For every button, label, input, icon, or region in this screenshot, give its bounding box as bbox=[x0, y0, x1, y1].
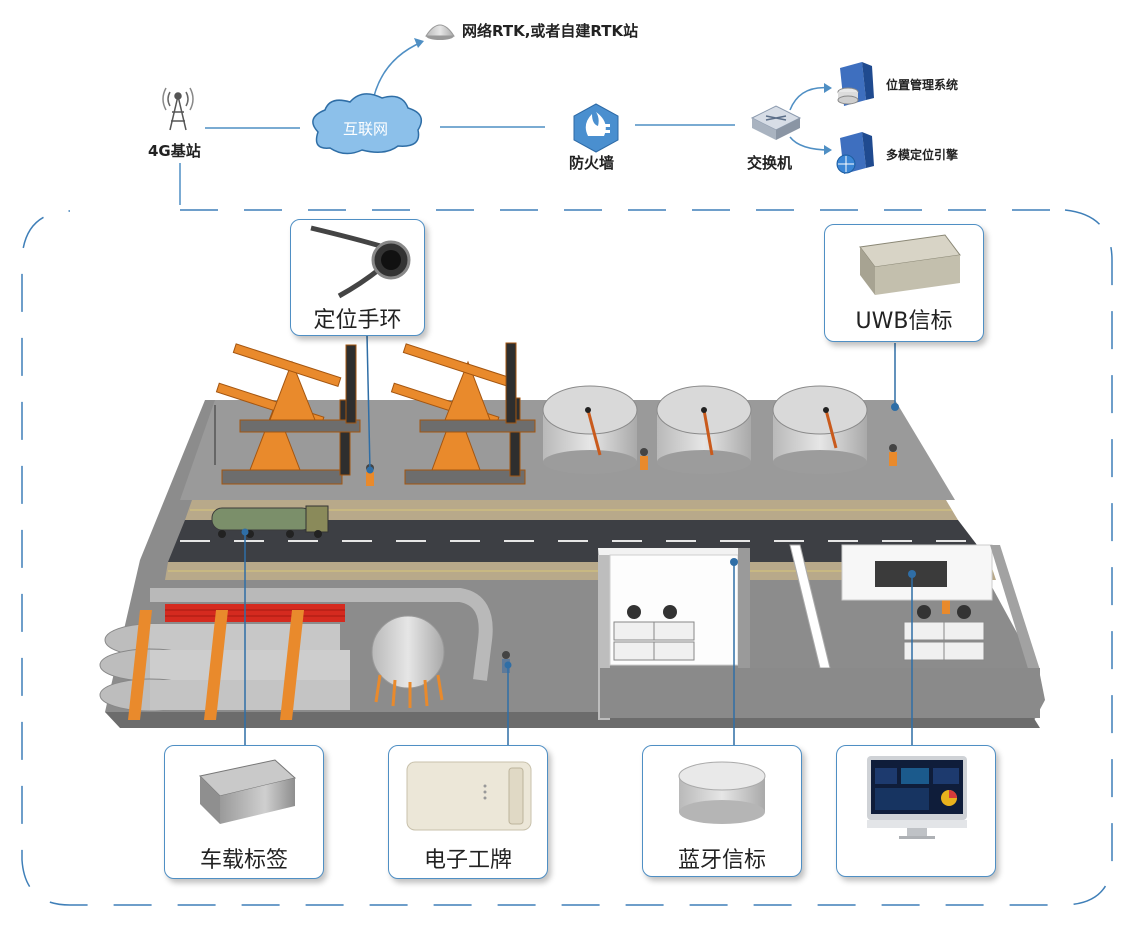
vehicle-tag-icon bbox=[198, 759, 297, 824]
uwb-beacon-card: UWB信标 bbox=[824, 224, 984, 342]
engine-server-icon bbox=[836, 132, 874, 174]
monitor-icon bbox=[867, 756, 967, 839]
badge-icon bbox=[406, 761, 532, 831]
bluetooth-beacon-card: 蓝牙信标 bbox=[642, 745, 802, 877]
firewall-label: 防火墙 bbox=[569, 154, 615, 172]
oil-tank bbox=[772, 385, 868, 474]
firewall-icon bbox=[573, 103, 619, 153]
pumpjacks bbox=[214, 342, 536, 485]
pipeline-area bbox=[99, 588, 493, 720]
server-icon bbox=[837, 62, 874, 106]
wristband-icon bbox=[310, 225, 411, 299]
bluetooth-beacon-label: 蓝牙信标 bbox=[677, 848, 766, 873]
uwb-beacon-label: UWB信标 bbox=[855, 309, 953, 334]
vehicle-tag-card: 车载标签 bbox=[164, 745, 324, 879]
rtk-dome-icon bbox=[425, 24, 455, 40]
uwb-beacon-icon bbox=[859, 234, 961, 295]
worker bbox=[889, 444, 897, 466]
internet-label: 互联网 bbox=[343, 120, 389, 138]
vehicle-tag-label: 车载标签 bbox=[199, 848, 288, 873]
device-connectors bbox=[244, 334, 913, 745]
switch-label: 交换机 bbox=[747, 154, 793, 172]
base-station-label: 4G基站 bbox=[148, 142, 201, 160]
oil-tanks bbox=[542, 385, 868, 474]
rtk-label: 网络RTK,或者自建RTK站 bbox=[462, 22, 639, 40]
pumpjack bbox=[232, 343, 361, 433]
pumpjack bbox=[402, 342, 536, 433]
positioning-engine-label: 多模定位引擎 bbox=[886, 148, 959, 162]
site-boundary bbox=[21, 209, 1113, 906]
badge-card: 电子工牌 bbox=[388, 745, 548, 879]
road bbox=[165, 500, 996, 580]
network-switch-icon bbox=[750, 105, 802, 140]
badge-label: 电子工牌 bbox=[423, 848, 512, 873]
control-building bbox=[598, 544, 1040, 720]
bluetooth-beacon-icon bbox=[678, 761, 766, 824]
location-system-label: 位置管理系统 bbox=[886, 78, 959, 92]
monitor-card bbox=[836, 745, 996, 877]
connector-dots bbox=[241, 403, 916, 669]
wristband-card: 定位手环 bbox=[290, 219, 425, 336]
oil-tank bbox=[542, 385, 638, 474]
oil-tank bbox=[656, 385, 752, 474]
worker bbox=[640, 448, 648, 470]
network-links bbox=[179, 41, 831, 205]
internet-cloud-icon bbox=[312, 93, 423, 155]
wristband-label: 定位手环 bbox=[313, 308, 402, 333]
cell-tower-icon bbox=[162, 87, 194, 131]
tanker-truck bbox=[211, 505, 329, 538]
